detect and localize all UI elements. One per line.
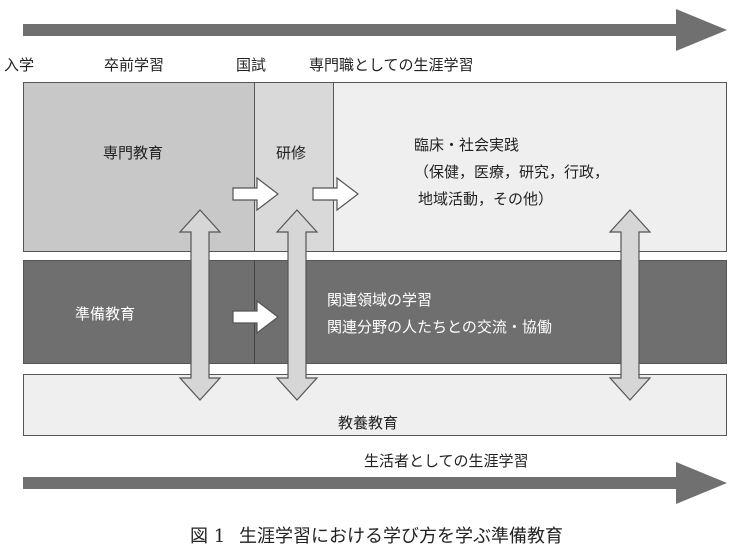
related-line-1: 関連領域の学習 <box>327 291 433 309</box>
figure-title: 生涯学習における学び方を学ぶ準備教育 <box>238 526 563 547</box>
double-arrow-left <box>178 209 222 401</box>
specialized-education-box <box>23 82 255 252</box>
outline-arrow-to-practice <box>312 176 359 212</box>
liberal-arts-box <box>23 374 727 436</box>
liberal-arts-label: 教養教育 <box>338 414 399 432</box>
specialized-education-label: 専門教育 <box>103 144 164 162</box>
clinical-practice-box <box>333 82 727 252</box>
preparatory-band <box>23 260 727 364</box>
double-arrow-right <box>608 209 652 401</box>
related-line-2: 関連分野の人たちとの交流・協働 <box>327 318 552 336</box>
preparatory-education-label: 準備教育 <box>75 305 136 323</box>
figure-caption: 図 1 生涯学習における学び方を学ぶ準備教育 <box>0 522 753 548</box>
top-timeline-arrow <box>23 9 727 51</box>
figure-number: 図 1 <box>190 526 226 547</box>
practice-line-2: 地域活動，その他） <box>418 190 554 208</box>
practice-line-1: （保健，医療，研究，行政， <box>414 163 610 181</box>
outline-arrow-to-training <box>232 176 279 212</box>
bottom-timeline-arrow <box>23 462 727 504</box>
outline-arrow-to-related <box>232 299 279 335</box>
double-arrow-middle <box>275 209 319 401</box>
label-professional-learning: 専門職としての生涯学習 <box>309 56 474 74</box>
lifelong-learning-label: 生活者としての生涯学習 <box>364 452 529 470</box>
label-entrance: 入学 <box>4 56 35 74</box>
label-pre-graduation: 卒前学習 <box>104 56 165 74</box>
training-label: 研修 <box>276 144 307 162</box>
practice-title: 臨床・社会実践 <box>414 136 520 154</box>
label-national-exam: 国試 <box>236 56 267 74</box>
